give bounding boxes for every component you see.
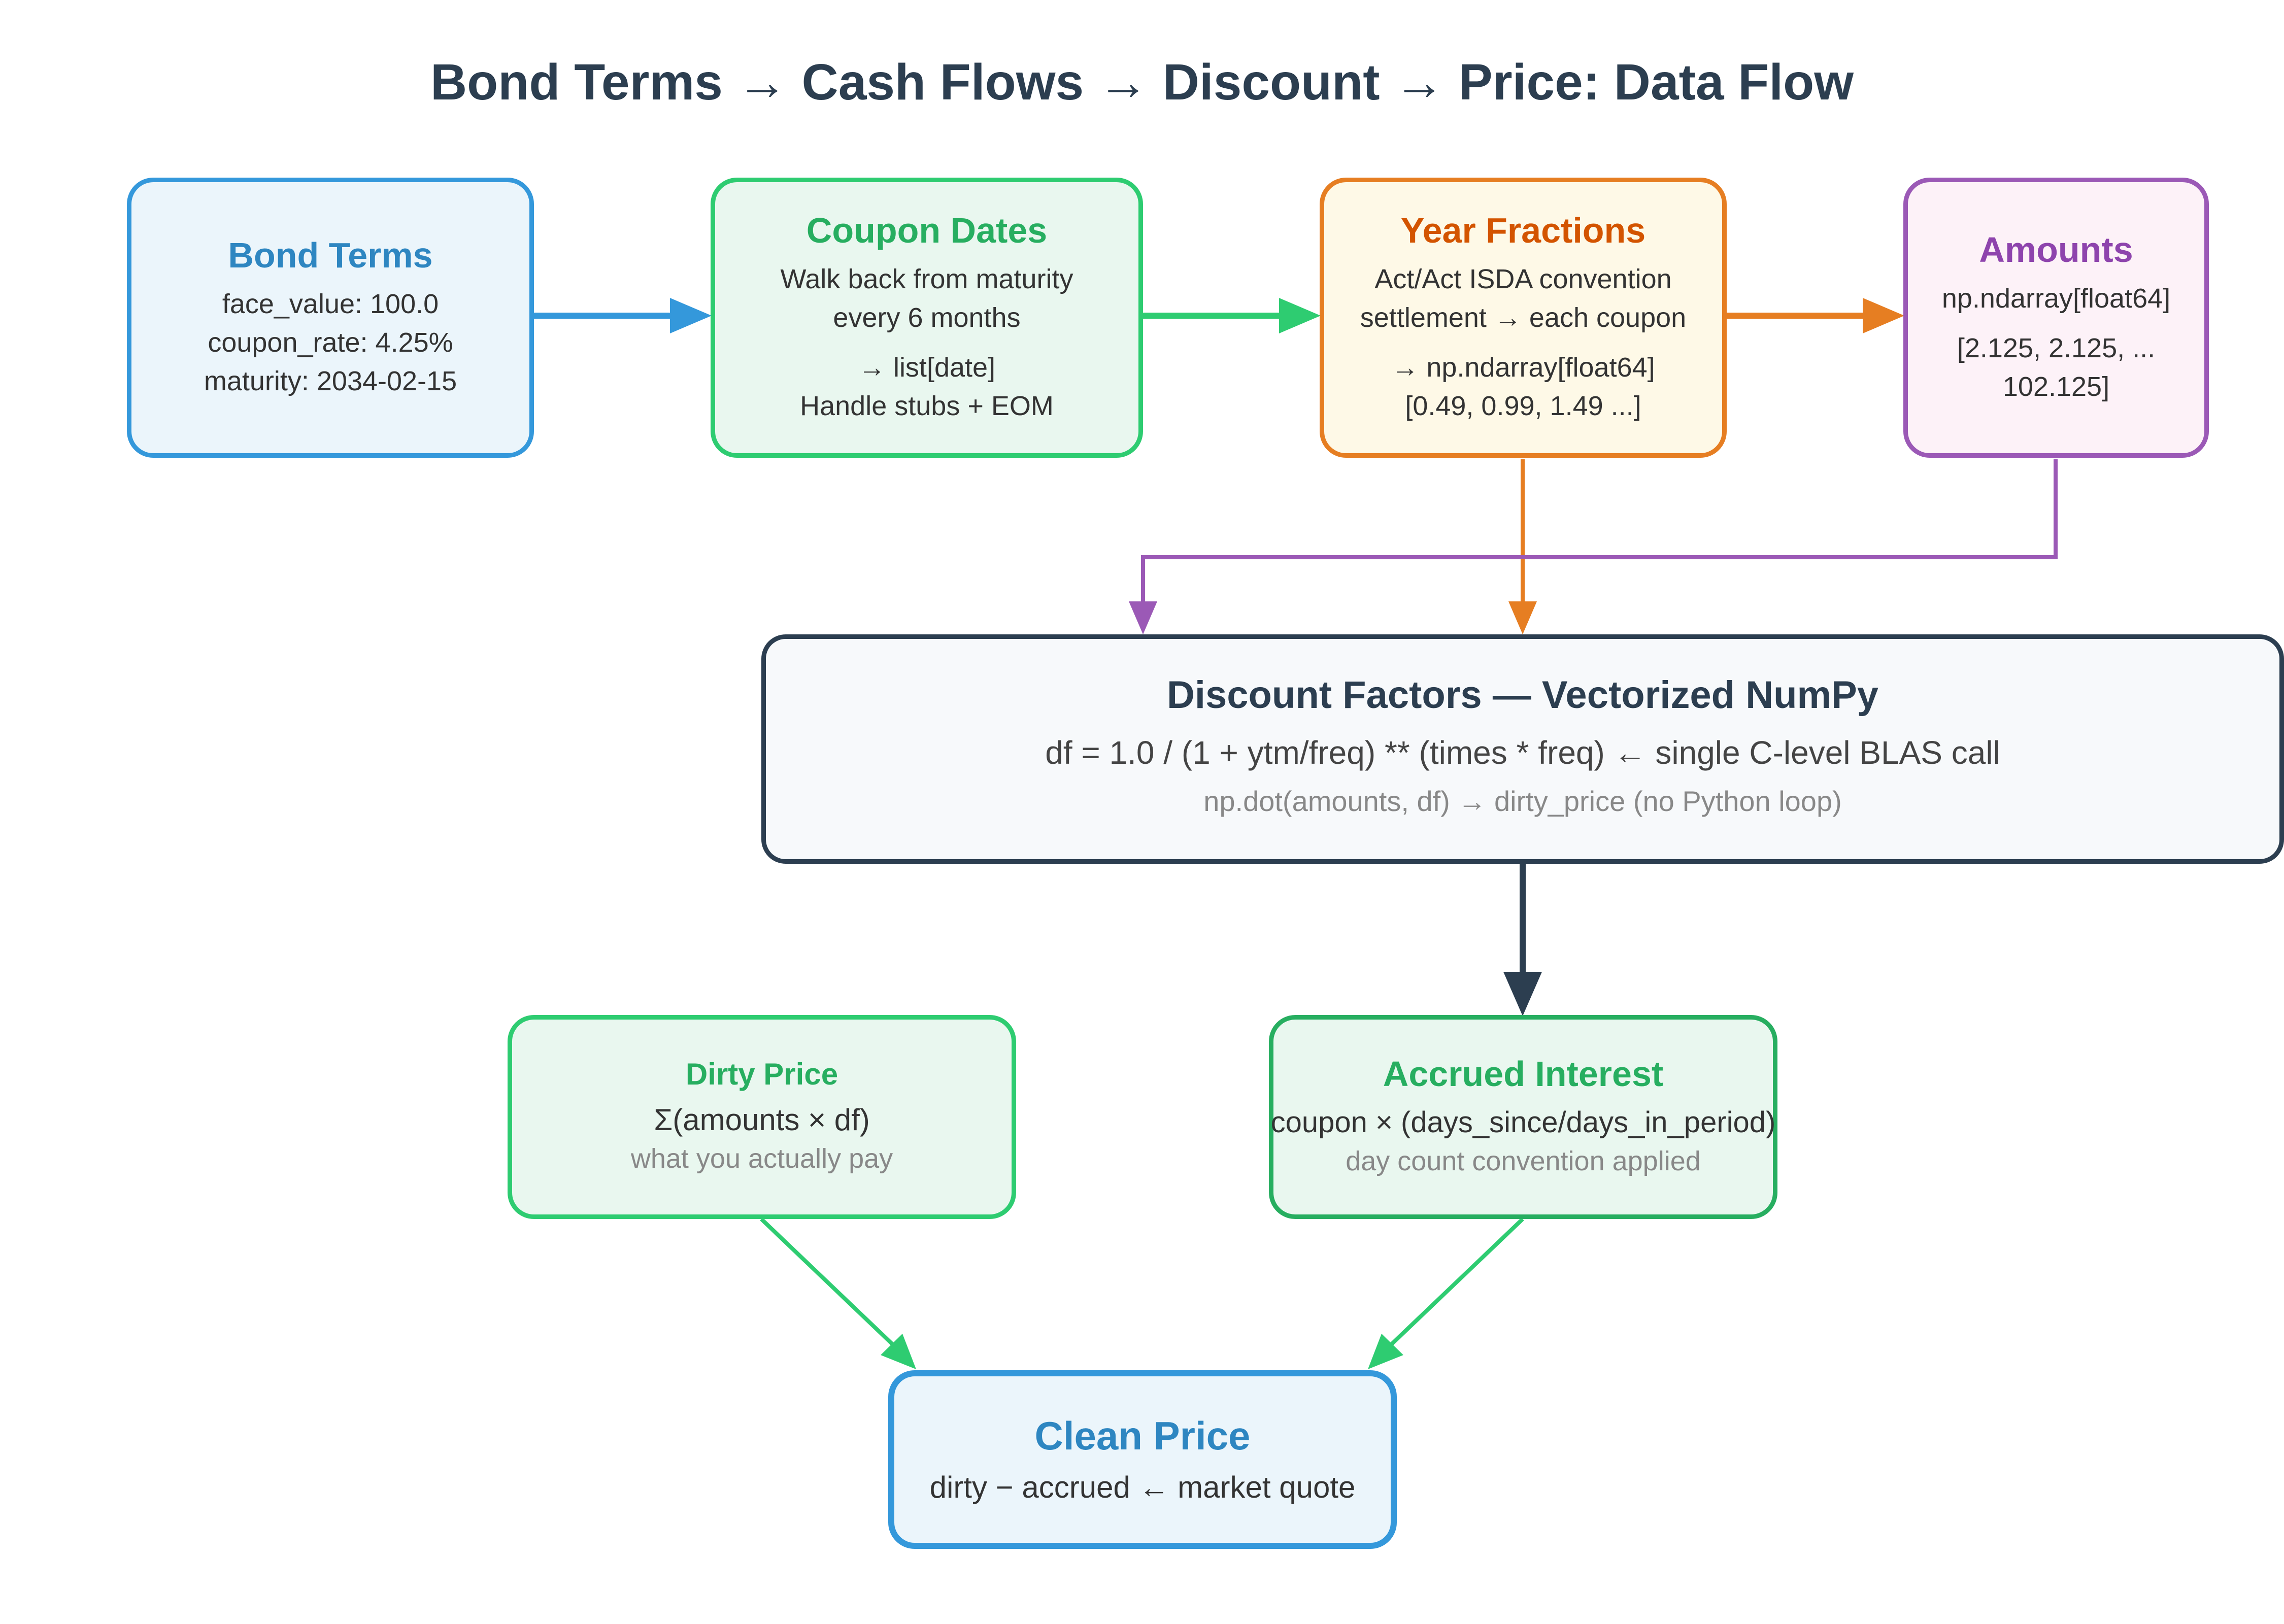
node-line: 102.125] (2002, 371, 2110, 402)
node-title: Coupon Dates (806, 211, 1048, 250)
node-line: np.ndarray[float64] (1941, 283, 2171, 314)
arrowhead-discount-from-fractions (1508, 601, 1537, 634)
arrowhead-clean-from-dirty (881, 1334, 916, 1369)
node-title: Amounts (1979, 230, 2133, 269)
node-formula: Σ(amounts × df) (654, 1102, 870, 1137)
node-formula: df = 1.0 / (1 + ytm/freq) ** (times * fr… (1045, 734, 2000, 771)
node-bond-terms: Bond Terms face_value: 100.0 coupon_rate… (127, 178, 534, 458)
arrowhead-clean-from-accrued (1368, 1334, 1403, 1369)
page-title: Bond Terms → Cash Flows → Discount → Pri… (430, 54, 1854, 111)
node-accrued-interest: Accrued Interest coupon × (days_since/da… (1269, 1015, 1777, 1219)
node-title: Accrued Interest (1383, 1054, 1664, 1094)
node-note: np.dot(amounts, df) → dirty_price (no Py… (1203, 785, 1842, 817)
node-line: → np.ndarray[float64] (1391, 352, 1655, 383)
node-formula: dirty − accrued ← market quote (929, 1470, 1356, 1504)
node-formula: coupon × (days_since/days_in_period) (1270, 1106, 1776, 1139)
node-line: Walk back from maturity (780, 264, 1073, 294)
node-title: Dirty Price (685, 1057, 838, 1091)
arrowhead-accrued (1503, 972, 1542, 1016)
arrowhead-amounts (1863, 298, 1904, 333)
arrow-accrued-to-clean (1387, 1217, 1524, 1349)
node-title: Discount Factors — Vectorized NumPy (1166, 673, 1879, 717)
node-discount-factors: Discount Factors — Vectorized NumPy df =… (761, 634, 2284, 864)
node-title: Bond Terms (228, 235, 433, 275)
node-line: face_value: 100.0 (222, 289, 439, 319)
node-line: settlement → each coupon (1360, 302, 1687, 333)
node-title: Clean Price (1034, 1413, 1251, 1458)
arrowhead-discount-from-amounts (1129, 601, 1157, 634)
node-dirty-price: Dirty Price Σ(amounts × df) what you act… (508, 1015, 1016, 1219)
node-line: [0.49, 0.99, 1.49 ...] (1405, 391, 1641, 421)
node-note: day count convention applied (1346, 1146, 1701, 1176)
arrow-amounts-to-discount (1141, 459, 2058, 604)
node-note: what you actually pay (630, 1143, 893, 1174)
node-line: coupon_rate: 4.25% (208, 327, 453, 358)
arrowhead-year-fractions (1279, 298, 1321, 333)
node-line: every 6 months (833, 302, 1021, 333)
node-title: Year Fractions (1400, 211, 1646, 250)
arrowhead-coupon-dates (670, 298, 712, 333)
node-year-fractions: Year Fractions Act/Act ISDA convention s… (1320, 178, 1727, 458)
node-amounts: Amounts np.ndarray[float64] [2.125, 2.12… (1903, 178, 2209, 458)
node-line: Act/Act ISDA convention (1374, 264, 1672, 294)
arrow-dirty-to-clean (760, 1217, 897, 1349)
node-line: Handle stubs + EOM (800, 391, 1054, 421)
node-line: maturity: 2034-02-15 (204, 366, 457, 396)
node-clean-price: Clean Price dirty − accrued ← market quo… (888, 1370, 1397, 1549)
node-coupon-dates: Coupon Dates Walk back from maturity eve… (711, 178, 1143, 458)
node-line: [2.125, 2.125, ... (1957, 333, 2156, 363)
node-line: → list[date] (858, 352, 996, 383)
